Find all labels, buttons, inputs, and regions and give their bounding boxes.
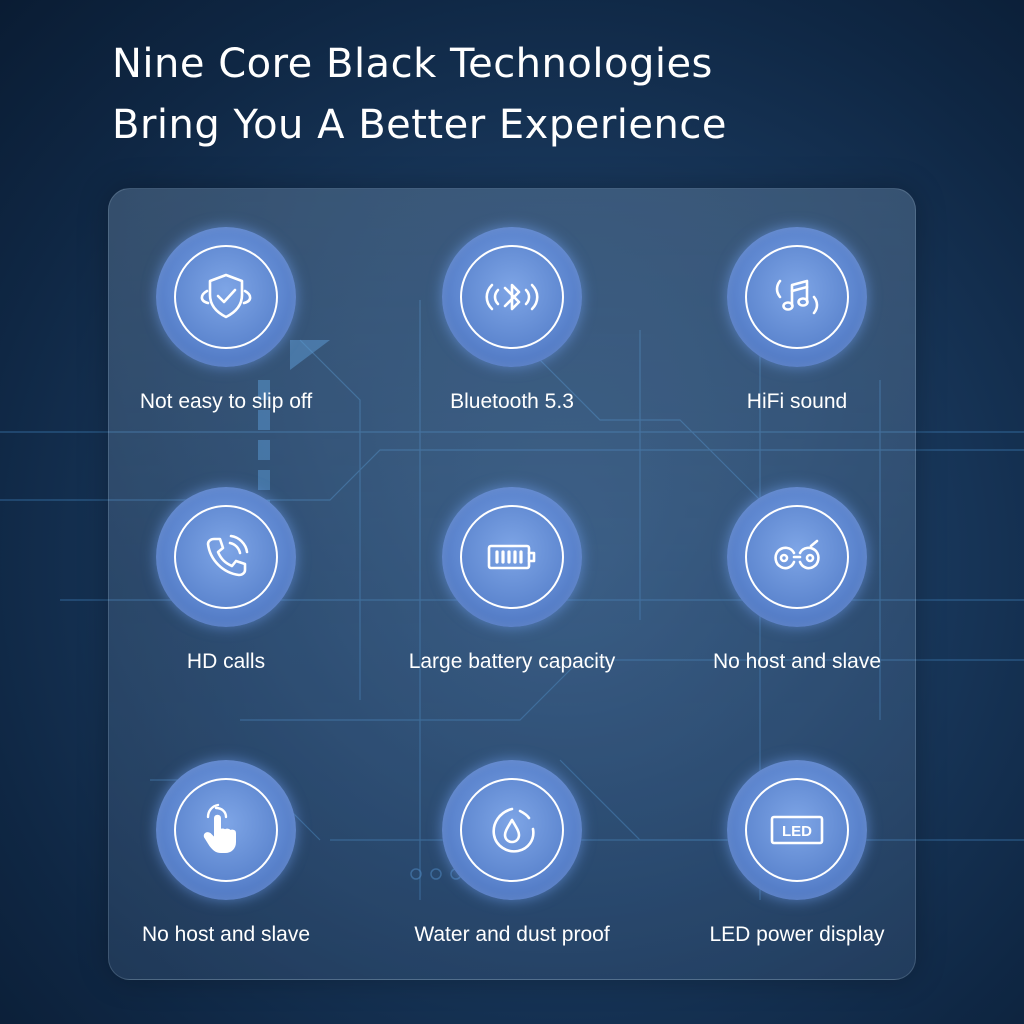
feature-badge bbox=[442, 760, 582, 900]
feature-badge bbox=[442, 227, 582, 367]
feature-badge bbox=[156, 760, 296, 900]
bluetooth-icon bbox=[485, 283, 539, 311]
feature-badge bbox=[727, 487, 867, 627]
feature-hd-calls: HD calls bbox=[96, 487, 356, 717]
headline: Nine Core Black Technologies Bring You A… bbox=[112, 34, 727, 156]
headline-line-2: Bring You A Better Experience bbox=[112, 102, 727, 148]
feature-label: HD calls bbox=[186, 650, 266, 673]
feature-label: No host and slave bbox=[712, 650, 882, 673]
earbuds-icon bbox=[774, 539, 820, 570]
feature-label: Not easy to slip off bbox=[139, 390, 313, 413]
feature-label: Bluetooth 5.3 bbox=[450, 390, 574, 413]
feature-label: Large battery capacity bbox=[408, 650, 616, 673]
feature-badge bbox=[156, 227, 296, 367]
feature-no-host-and-slave: No host and slave bbox=[667, 487, 927, 717]
feature-label: LED power display bbox=[709, 923, 885, 946]
feature-badge: LED bbox=[727, 760, 867, 900]
feature-large-battery: Large battery capacity bbox=[382, 487, 642, 717]
led-text: LED bbox=[782, 823, 812, 840]
feature-bluetooth: Bluetooth 5.3 bbox=[382, 227, 642, 457]
feature-badge bbox=[156, 487, 296, 627]
battery-icon bbox=[487, 544, 536, 570]
feature-touch-control: No host and slave bbox=[96, 760, 356, 990]
feature-badge bbox=[727, 227, 867, 367]
feature-label: HiFi sound bbox=[746, 390, 848, 413]
feature-hifi-sound: HiFi sound bbox=[667, 227, 927, 457]
feature-not-easy-to-slip-off: Not easy to slip off bbox=[96, 227, 356, 457]
feature-led-power-display: LED LED power display bbox=[667, 760, 927, 990]
feature-label: No host and slave bbox=[141, 923, 311, 946]
headline-line-1: Nine Core Black Technologies bbox=[112, 41, 713, 87]
shield-check-icon bbox=[200, 273, 252, 319]
feature-water-dust-proof: Water and dust proof bbox=[382, 760, 642, 990]
phone-call-icon bbox=[206, 534, 249, 577]
water-drop-icon bbox=[492, 807, 535, 853]
music-note-icon bbox=[775, 279, 819, 315]
feature-badge bbox=[442, 487, 582, 627]
feature-label: Water and dust proof bbox=[414, 923, 610, 946]
led-display-icon: LED bbox=[770, 815, 824, 845]
touch-hand-icon bbox=[203, 803, 236, 853]
